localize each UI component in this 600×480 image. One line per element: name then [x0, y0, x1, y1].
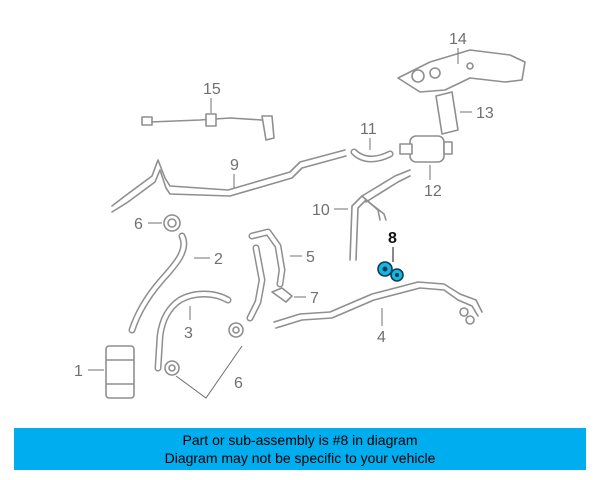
callout-1: 1: [74, 363, 83, 380]
part-5-hose[interactable]: [246, 228, 286, 322]
part-6-clamp-upper[interactable]: [163, 214, 181, 232]
callout-6-lower: 6: [234, 375, 243, 392]
part-6-clamp-lower-b[interactable]: [164, 360, 180, 376]
part-9-pipe[interactable]: [111, 149, 347, 213]
part-6-clamp-lower-a[interactable]: [228, 322, 244, 338]
callout-4: 4: [377, 329, 386, 346]
part-1-reservoir[interactable]: [105, 345, 135, 399]
callout-11: 11: [360, 121, 377, 138]
callout-7: 7: [310, 290, 319, 307]
callout-15: 15: [203, 81, 221, 98]
banner-line-1: Part or sub-assembly is #8 in diagram: [182, 432, 418, 448]
callout-2: 2: [214, 251, 223, 268]
callout-3: 3: [184, 325, 193, 342]
part-14-bracket[interactable]: [397, 49, 526, 93]
callout-9: 9: [230, 157, 239, 174]
callout-10: 10: [312, 202, 330, 219]
callout-8: 8: [388, 230, 397, 247]
info-banner: Part or sub-assembly is #8 in diagram Di…: [14, 428, 586, 470]
part-13-bracket[interactable]: [435, 91, 459, 135]
callout-13: 13: [476, 105, 494, 122]
callout-14: 14: [449, 31, 467, 48]
callout-5: 5: [306, 249, 315, 266]
part-15-sensor[interactable]: [141, 113, 275, 141]
part-2-hose[interactable]: [128, 232, 188, 334]
part-12-pump[interactable]: [399, 135, 453, 163]
callout-12: 12: [424, 183, 442, 200]
part-11-hose[interactable]: [350, 148, 394, 163]
part-3-hose[interactable]: [154, 290, 232, 372]
parts-diagram: 14 13 15 11 12 9 10: [74, 31, 526, 399]
part-10-pipe[interactable]: [349, 169, 411, 261]
callout-6-upper: 6: [134, 216, 143, 233]
part-4-tube[interactable]: [273, 281, 483, 329]
part-8-clamp-highlighted[interactable]: [377, 261, 404, 282]
part-7-fitting[interactable]: [271, 287, 293, 303]
banner-line-2: Diagram may not be specific to your vehi…: [164, 450, 436, 466]
